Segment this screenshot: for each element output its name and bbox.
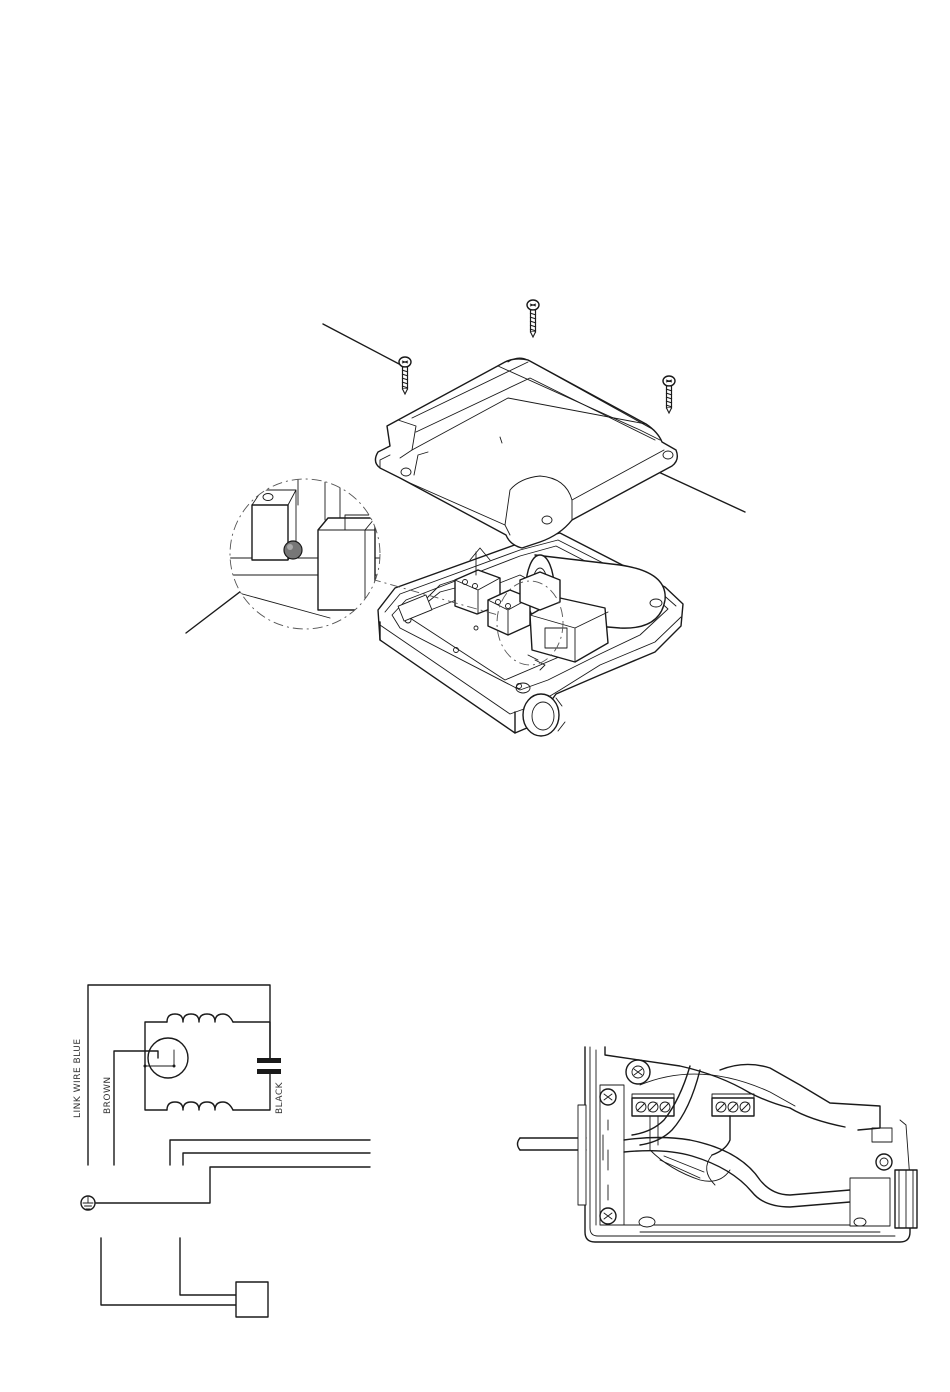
terminal-block-left (632, 1094, 674, 1116)
terminal-block-right (712, 1094, 754, 1116)
enclosure-base (378, 533, 683, 736)
lid-leader-line (652, 469, 745, 512)
motor-symbol (148, 1038, 188, 1078)
motor-winding-top (145, 1014, 270, 1110)
wiring-diagram: LINK WIRE BLUE BROWN BLACK (73, 985, 370, 1317)
brown-label: BROWN (103, 1076, 113, 1114)
capacitor-symbol (257, 1058, 281, 1074)
screw-leader-line (323, 324, 401, 365)
terminal-box-interior-view (518, 1047, 918, 1242)
black-label: BLACK (275, 1081, 285, 1114)
screw-icon (399, 357, 411, 394)
earth-ground-icon (81, 1196, 95, 1210)
switch-box (236, 1282, 268, 1317)
internal-wiring (624, 1066, 850, 1207)
motor-winding-bottom (167, 1102, 233, 1110)
reset-knob (284, 541, 302, 559)
exploded-enclosure-view (186, 300, 745, 736)
screw-icon (527, 300, 539, 337)
screw-icon (663, 376, 675, 413)
link-wire-label: LINK WIRE BLUE (73, 1038, 83, 1118)
magnified-detail (228, 479, 384, 629)
enclosure-lid (375, 358, 677, 548)
